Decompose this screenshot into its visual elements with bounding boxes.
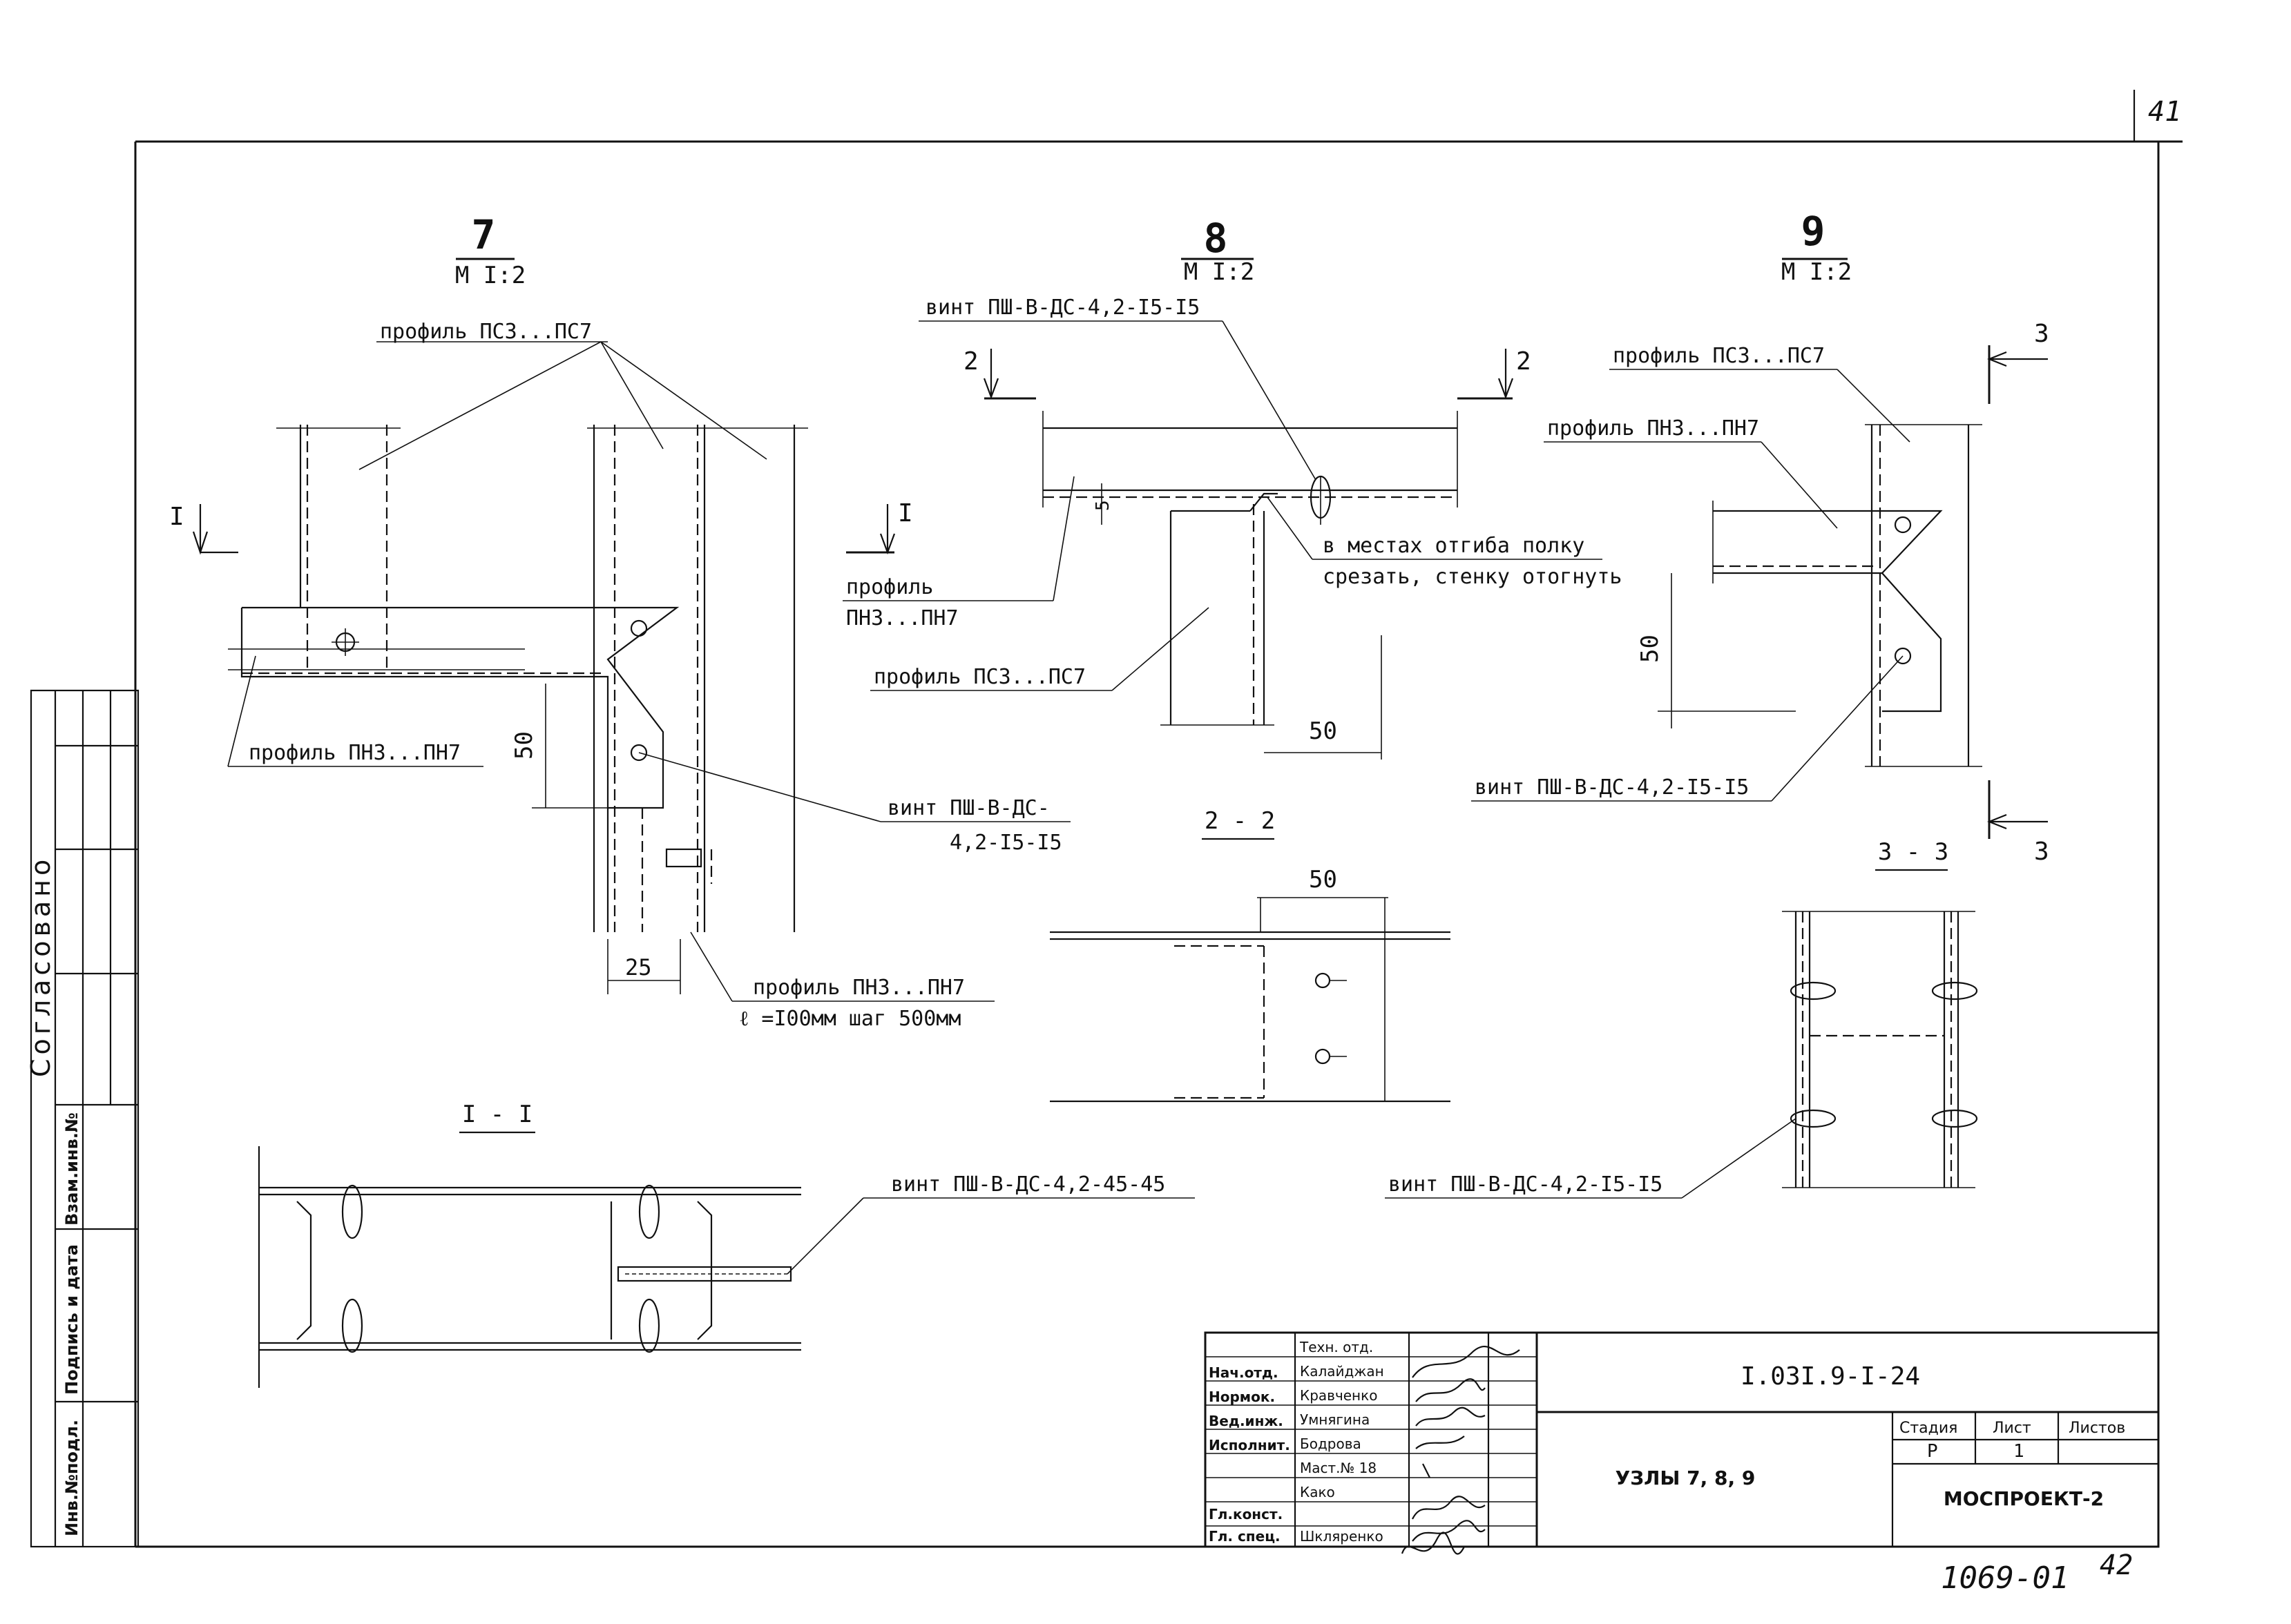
- node-7-label-screw-1: винт ПШ-В-ДС-: [888, 796, 1050, 820]
- title-sheet-hdr: Лист: [1993, 1420, 2031, 1437]
- role-1: Нормок.: [1209, 1389, 1275, 1405]
- node-9-label-profile-ps: профиль ПС3...ПС7: [1613, 344, 1825, 368]
- sheet-frame: [134, 90, 2183, 1548]
- title-org: МОСПРОЕКТ-2: [1944, 1487, 2104, 1510]
- name-7: Шкляренко: [1300, 1528, 1383, 1545]
- node-7-label-screw-2: 4,2-I5-I5: [950, 831, 1062, 855]
- section-33-title: 3 - 3: [1878, 838, 1948, 866]
- title-stage-hdr: Стадия: [1899, 1420, 1957, 1437]
- node-7-label-profile-ps: профиль ПС3...ПС7: [380, 320, 592, 344]
- node-8-note-1: в местах отгиба полку: [1323, 534, 1584, 558]
- role-5: Гл.конст.: [1209, 1506, 1283, 1522]
- bottom-page: 42: [2100, 1549, 2133, 1581]
- name-5: Маст.№ 18: [1300, 1460, 1377, 1476]
- name-3: Умнягина: [1300, 1411, 1370, 1428]
- section-11-title: I - I: [462, 1101, 533, 1128]
- node-8-label-profile-1: профиль: [846, 575, 933, 599]
- node-7-label-profile-pn2: профиль ПН3...ПН7: [753, 976, 965, 1000]
- section-1-1: I - I винт ПШ-В-ДС-4,2-45-45: [258, 1101, 1195, 1388]
- node-7-number: 7: [472, 211, 496, 258]
- node-8-section-mark-2b: 2: [1516, 347, 1531, 376]
- section-22-dim-50: 50: [1309, 866, 1337, 893]
- stamp-cell-replace: Взам.инв.№: [62, 1112, 82, 1226]
- title-sheet: 1: [2013, 1441, 2024, 1462]
- section-3-3: 3 - 3 винт ПШ-В-ДС-4,2-I5-I5: [1385, 838, 1978, 1199]
- stamp-cell-inv: Инв.№подл.: [62, 1420, 82, 1536]
- node-9-dim-50: 50: [1636, 635, 1664, 663]
- name-2: Кравченко: [1300, 1387, 1377, 1404]
- node-7-dim-25: 25: [625, 954, 652, 980]
- role-6: Гл. спец.: [1209, 1528, 1281, 1545]
- sheet-number: 41: [2148, 96, 2181, 128]
- node-8-label-profile-ps: профиль ПС3...ПС7: [874, 665, 1086, 689]
- node-7-dim-50: 50: [510, 731, 538, 760]
- stamp-cell-sign: Подпись и дата: [62, 1244, 82, 1395]
- node-8-scale: М I:2: [1184, 258, 1254, 286]
- section-11-label-screw: винт ПШ-В-ДС-4,2-45-45: [891, 1172, 1165, 1197]
- name-4: Бодрова: [1300, 1436, 1361, 1452]
- title-doc-code: I.03I.9-I-24: [1741, 1362, 1920, 1391]
- name-0: Техн. отд.: [1299, 1339, 1373, 1355]
- role-3: Исполнит.: [1209, 1437, 1290, 1453]
- node-7-scale: М I:2: [455, 262, 526, 289]
- stamp-agreed: Согласовано: [26, 856, 56, 1077]
- node-8-section-mark-2a: 2: [964, 347, 979, 376]
- node-7: 7 М I:2 I: [169, 211, 1071, 1031]
- side-stamp: [30, 689, 140, 1548]
- node-8-label-screw: винт ПШ-В-ДС-4,2-I5-I5: [926, 296, 1200, 320]
- node-8-dim-50: 50: [1309, 717, 1337, 745]
- node-7-section-mark: I: [169, 503, 184, 531]
- section-33-label-screw: винт ПШ-В-ДС-4,2-I5-I5: [1388, 1172, 1662, 1197]
- node-9-label-screw: винт ПШ-В-ДС-4,2-I5-I5: [1475, 775, 1749, 800]
- node-7-label-profile-pn: профиль ПН3...ПН7: [249, 741, 461, 765]
- node-9-label-profile-pn: профиль ПН3...ПН7: [1547, 416, 1759, 441]
- node-8-label-profile-2: ПН3...ПН7: [846, 606, 959, 630]
- node-8: 8 М I:2 винт ПШ-В-ДС-4,2-I5-I5 2 2 I: [843, 215, 1622, 760]
- bottom-note: 1069-01: [1941, 1560, 2069, 1596]
- signatures: [1401, 1345, 1520, 1555]
- node-9-section-mark-a: 3: [2034, 320, 2049, 348]
- node-7-label-length: ℓ =I00мм шаг 500мм: [739, 1007, 961, 1031]
- section-2-2: 2 - 2 50: [1050, 807, 1450, 1103]
- node-8-dim-5: 5: [1093, 500, 1113, 511]
- node-9-number: 9: [1801, 208, 1825, 255]
- section-22-title: 2 - 2: [1205, 807, 1275, 835]
- node-8-note-2: срезать, стенку отогнуть: [1323, 565, 1622, 589]
- title-block: [1204, 1331, 2160, 1548]
- node-9-scale: М I:2: [1781, 258, 1852, 286]
- node-8-section-mark-1: I: [898, 499, 913, 528]
- role-0: Нач.отд.: [1209, 1364, 1278, 1381]
- node-8-number: 8: [1204, 215, 1228, 262]
- title-stage: Р: [1927, 1441, 1938, 1462]
- name-6: Како: [1300, 1484, 1335, 1500]
- title-sheets-hdr: Листов: [2069, 1420, 2125, 1437]
- title-name: УЗЛЫ 7, 8, 9: [1616, 1467, 1756, 1489]
- name-1: Калайджан: [1300, 1363, 1384, 1380]
- node-9-section-mark-b: 3: [2034, 838, 2049, 866]
- role-2: Вед.инж.: [1209, 1413, 1283, 1429]
- node-9: 9 М I:2 50 3 3 профиль ПС3...ПС7: [1471, 208, 2049, 866]
